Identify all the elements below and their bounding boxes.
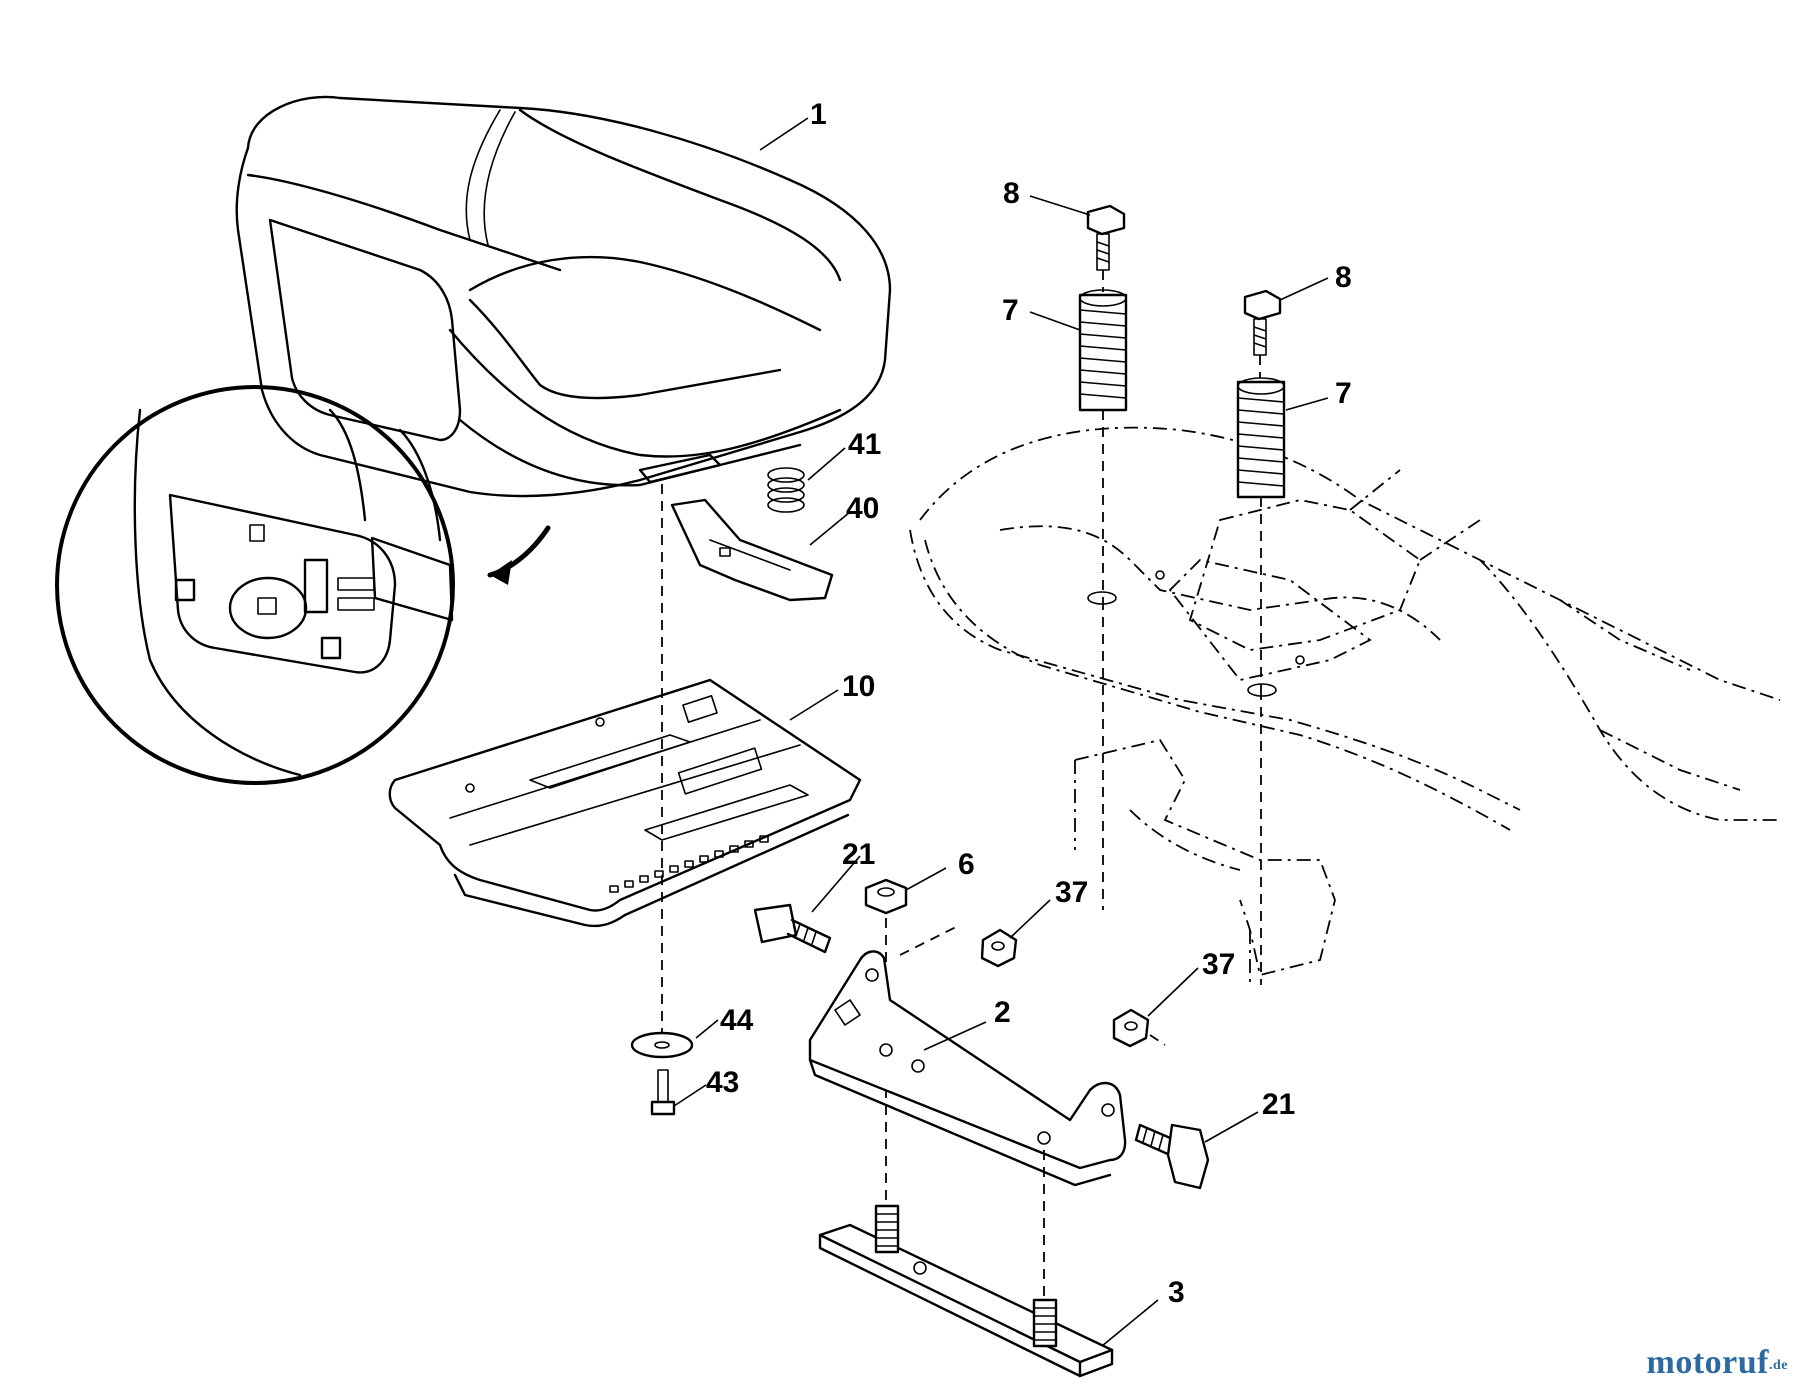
fender-outline — [909, 426, 1781, 985]
seat-bracket-2 — [808, 950, 1127, 1187]
adjuster-holes — [609, 835, 769, 893]
stud-left — [874, 1204, 900, 1254]
callout-8-right: 8 — [1335, 261, 1352, 294]
logo-name: motoruf — [1646, 1344, 1769, 1381]
logo-tld: .de — [1769, 1358, 1788, 1373]
nut-6 — [864, 878, 908, 915]
callout-43: 43 — [706, 1066, 739, 1099]
callout-21-lower: 21 — [1262, 1088, 1295, 1121]
bolt-8-left — [1086, 204, 1126, 271]
callout-10: 10 — [842, 670, 875, 703]
seat-pan-10 — [388, 678, 862, 928]
bolt-21-lower — [1134, 1123, 1210, 1190]
nut-37-upper — [980, 928, 1018, 968]
callout-numbers: 1 8 8 7 7 41 40 10 21 6 37 37 2 44 43 21… — [706, 98, 1352, 1309]
callout-41: 41 — [848, 428, 881, 461]
callout-7-left: 7 — [1002, 294, 1019, 327]
bolt-21-upper — [753, 903, 832, 954]
leader-lines — [673, 117, 1329, 1347]
callout-37-lower: 37 — [1202, 948, 1235, 981]
callout-7-right: 7 — [1335, 377, 1352, 410]
stud-right — [1032, 1298, 1058, 1348]
callout-37-upper: 37 — [1055, 876, 1088, 909]
motoruf-logo: motoruf.de — [1647, 1344, 1788, 1382]
bracket-clip-40 — [670, 498, 834, 602]
callout-6: 6 — [958, 848, 975, 881]
spring-7-right — [1236, 377, 1286, 499]
callout-3: 3 — [1168, 1276, 1185, 1309]
washer-44 — [630, 1031, 694, 1059]
seat — [235, 95, 892, 498]
detail-magnifier — [55, 385, 551, 785]
callout-44: 44 — [720, 1004, 754, 1037]
bolt-8-right — [1243, 289, 1282, 356]
nut-37-lower — [1112, 1008, 1150, 1048]
callout-1: 1 — [810, 98, 827, 131]
callout-40: 40 — [846, 492, 879, 525]
callout-2: 2 — [994, 996, 1011, 1029]
spring-7-left — [1078, 289, 1128, 412]
base-plate-3 — [818, 1204, 1114, 1378]
callout-21-upper: 21 — [842, 838, 875, 871]
bolt-43 — [650, 1069, 676, 1116]
callout-8-left: 8 — [1003, 177, 1020, 210]
spring-41 — [767, 467, 805, 513]
